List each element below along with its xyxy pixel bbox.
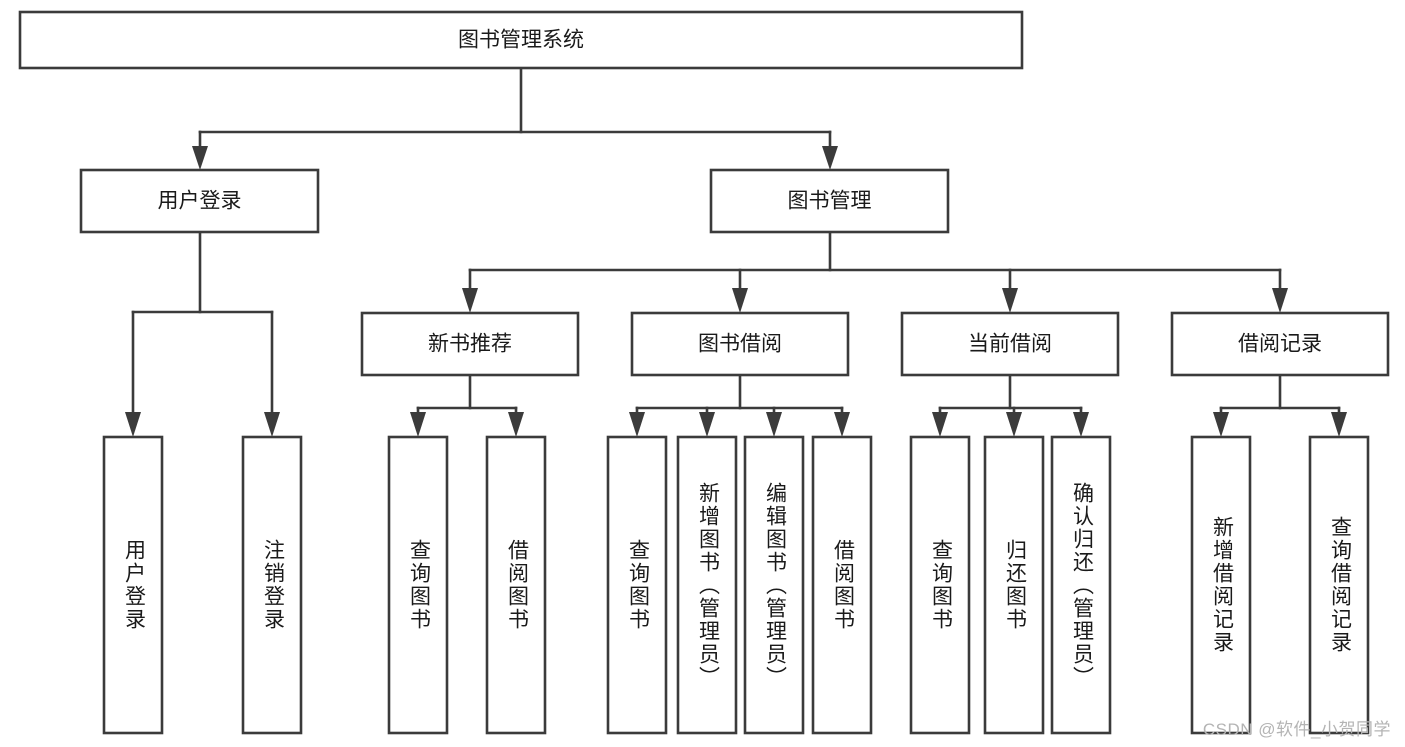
node-user-login-label: 用户登录 [158, 190, 242, 213]
arrow-book-borrow [732, 288, 748, 313]
node-layer: 图书管理系统 用户登录 图书管理 新书推荐 图书借阅 当前借阅 借阅记录 [18, 10, 1390, 377]
arrow-user-login [192, 146, 208, 170]
node-book-borrow-label: 图书借阅 [698, 333, 782, 356]
arrow-book-manage [822, 146, 838, 170]
leaf-query-borrow-record-box[interactable] [1308, 435, 1370, 735]
node-new-book-rec-box[interactable] [360, 311, 580, 377]
leaf-return-book-box[interactable] [983, 435, 1045, 735]
node-new-book-rec-label: 新书推荐 [428, 333, 512, 356]
node-current-borrow-box[interactable] [900, 311, 1120, 377]
leaf-add-borrow-record-box[interactable] [1190, 435, 1252, 735]
leaf-query-book-rec-box[interactable] [387, 435, 449, 735]
arrow-leaf-confirm-return [1073, 412, 1089, 437]
watermark-text: CSDN @软件_小贺同学 [1202, 720, 1391, 739]
arrow-leaf-query-book-current [932, 412, 948, 437]
arrow-leaf-logout [264, 412, 280, 437]
leaf-logout-box[interactable] [241, 435, 303, 735]
node-book-manage-box[interactable] [709, 168, 950, 234]
node-user-login-box[interactable] [79, 168, 320, 234]
leaf-query-book-current-box[interactable] [909, 435, 971, 735]
node-current-borrow-label: 当前借阅 [968, 333, 1052, 356]
arrow-leaf-query-book-borrow [629, 412, 645, 437]
leaf-borrow-book-rec-box[interactable] [485, 435, 547, 735]
leaf-node-layer [102, 435, 1370, 735]
arrow-new-book-rec [462, 288, 478, 313]
leaf-borrow-book-box[interactable] [811, 435, 873, 735]
leaf-edit-book-admin-box[interactable] [743, 435, 805, 735]
node-borrow-record-box[interactable] [1170, 311, 1390, 377]
arrow-leaf-edit-book-admin [766, 412, 782, 437]
node-root-box[interactable] [18, 10, 1024, 70]
arrow-leaf-return-book [1006, 412, 1022, 437]
leaf-query-book-borrow-box[interactable] [606, 435, 668, 735]
arrow-leaf-borrow-book-rec [508, 412, 524, 437]
leaf-user-login-box[interactable] [102, 435, 164, 735]
arrow-leaf-query-book-rec [410, 412, 426, 437]
node-borrow-record-label: 借阅记录 [1238, 333, 1322, 356]
arrow-leaf-add-book-admin [699, 412, 715, 437]
arrow-borrow-record [1272, 288, 1288, 313]
node-book-manage-label: 图书管理 [788, 190, 872, 213]
arrow-leaf-query-borrow-record [1331, 412, 1347, 437]
leaf-confirm-return-box[interactable] [1050, 435, 1112, 735]
connector-layer [125, 66, 1347, 437]
arrow-current-borrow [1002, 288, 1018, 313]
leaf-add-book-admin-box[interactable] [676, 435, 738, 735]
node-book-borrow-box[interactable] [630, 311, 850, 377]
node-root-label: 图书管理系统 [458, 29, 584, 52]
arrow-leaf-borrow-book [834, 412, 850, 437]
arrow-leaf-add-borrow-record [1213, 412, 1229, 437]
arrow-leaf-user-login [125, 412, 141, 437]
